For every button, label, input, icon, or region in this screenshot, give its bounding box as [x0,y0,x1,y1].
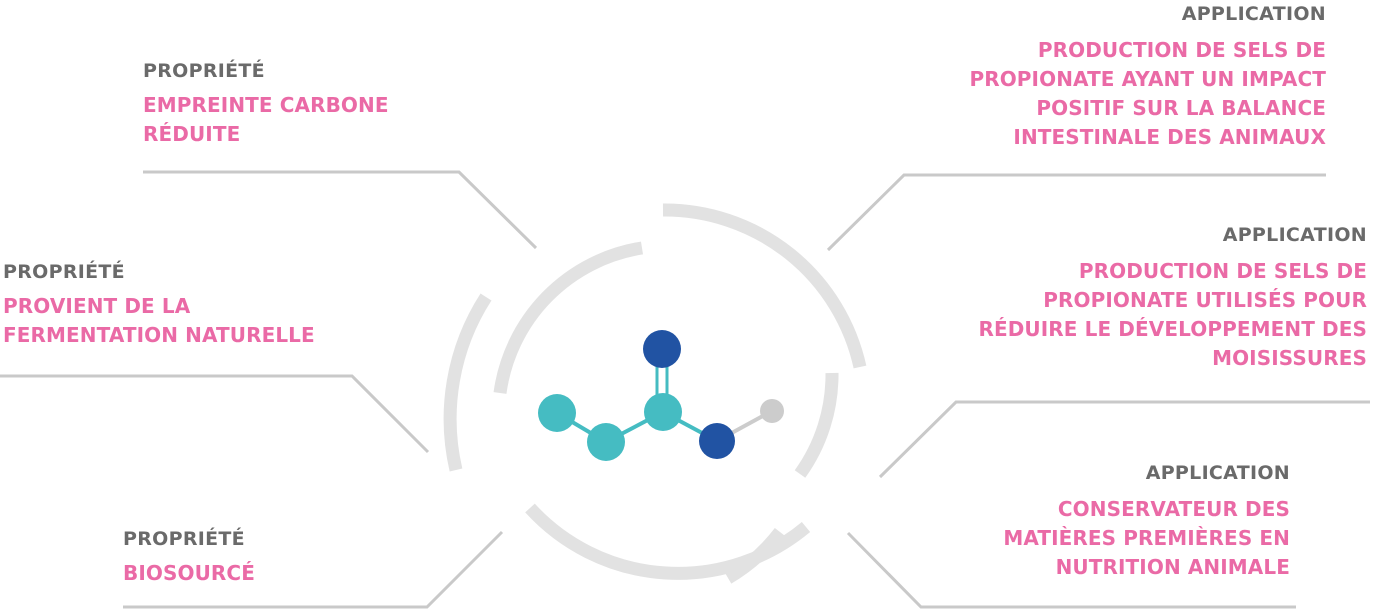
connector-left-3 [123,530,504,609]
application-label: APPLICATION [1181,3,1326,25]
property-text: PROVIENT DE LA FERMENTATION NATURELLE [3,292,315,350]
atom-hydrogen [760,399,784,423]
application-line: PROPIONATE UTILISÉS POUR [1043,288,1367,312]
atom-carbon-1 [538,394,576,432]
property-label: PROPRIÉTÉ [3,261,125,283]
property-line: EMPREINTE CARBONE [143,93,389,117]
inner-ring [493,241,786,584]
atom-carbon-2 [587,423,625,461]
property-label: PROPRIÉTÉ [123,528,245,550]
property-line: PROVIENT DE LA [3,294,191,318]
application-label: APPLICATION [1222,224,1367,246]
application-text: PRODUCTION DE SELS DE PROPIONATE UTILISÉ… [978,257,1367,373]
property-line: BIOSOURCÉ [123,561,255,585]
propionic-acid-molecule [538,330,784,461]
atom-carbon-3 [644,393,682,431]
outer-ring [443,203,867,580]
atom-oxygen-1 [643,330,681,368]
application-text: CONSERVATEUR DES MATIÈRES PREMIÈRES EN N… [1003,495,1290,582]
application-line: MATIÈRES PREMIÈRES EN [1003,526,1290,550]
property-text: BIOSOURCÉ [123,559,255,588]
connector-left-2 [0,374,430,454]
application-block-1: APPLICATION PRODUCTION DE SELS DE PROPIO… [969,2,1326,152]
connector-left-1 [143,170,538,250]
application-line: NUTRITION ANIMALE [1055,555,1290,579]
application-line: CONSERVATEUR DES [1057,497,1290,521]
application-line: PROPIONATE AYANT UN IMPACT [969,67,1326,91]
application-block-2: APPLICATION PRODUCTION DE SELS DE PROPIO… [978,223,1367,373]
application-line: RÉDUIRE LE DÉVELOPPEMENT DES [978,317,1367,341]
property-text: EMPREINTE CARBONE RÉDUITE [143,91,389,149]
property-line: RÉDUITE [143,122,241,146]
application-label: APPLICATION [1145,462,1290,484]
application-line: PRODUCTION DE SELS DE [1078,259,1367,283]
property-block-3: PROPRIÉTÉ BIOSOURCÉ [123,527,255,588]
application-line: POSITIF SUR LA BALANCE [1036,96,1326,120]
property-line: FERMENTATION NATURELLE [3,323,315,347]
application-line: PRODUCTION DE SELS DE [1037,38,1326,62]
application-block-3: APPLICATION CONSERVATEUR DES MATIÈRES PR… [1003,461,1290,582]
property-block-2: PROPRIÉTÉ PROVIENT DE LA FERMENTATION NA… [3,260,315,350]
property-block-1: PROPRIÉTÉ EMPREINTE CARBONE RÉDUITE [143,59,389,149]
application-line: MOISISSURES [1212,346,1367,370]
atom-oxygen-2 [699,423,735,459]
application-text: PRODUCTION DE SELS DE PROPIONATE AYANT U… [969,36,1326,152]
connector-right-2 [878,400,1370,479]
connector-right-1 [826,173,1326,252]
connector-right-3 [846,531,1296,609]
property-label: PROPRIÉTÉ [143,60,265,82]
application-line: INTESTINALE DES ANIMAUX [1013,125,1326,149]
